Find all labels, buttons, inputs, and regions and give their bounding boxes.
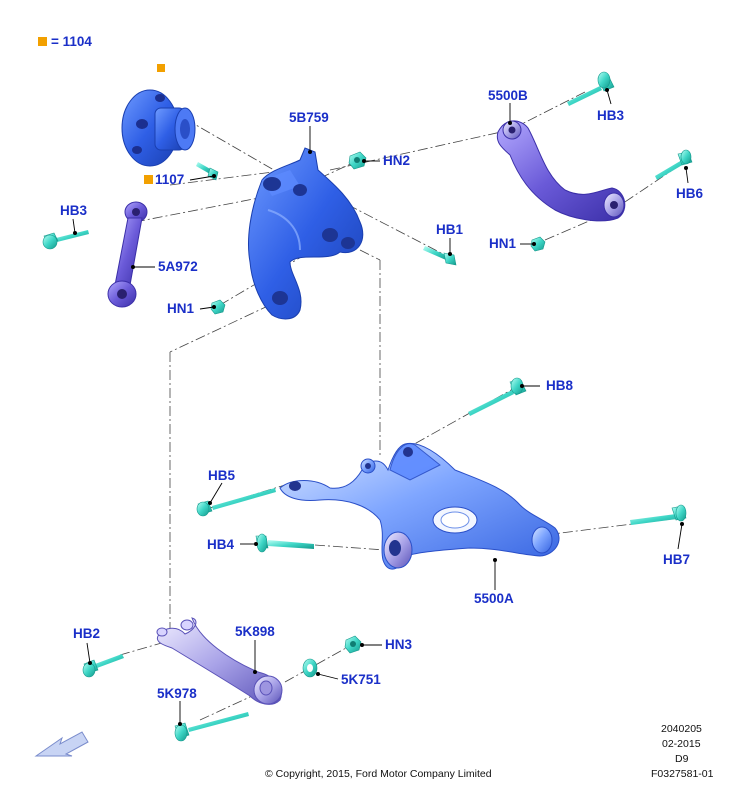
wheel-hub-1104 <box>121 89 196 167</box>
drawing-code-line-4: F0327581-01 <box>651 768 714 780</box>
callout-hn1-left: HN1 <box>167 301 195 316</box>
legend-square-icon <box>157 64 165 72</box>
legend-square-icon <box>144 175 153 184</box>
callout-1107: 1107 <box>155 172 185 187</box>
callout-5k978: 5K978 <box>157 686 197 701</box>
front-direction-arrow-icon <box>34 731 89 757</box>
knuckle-5b759 <box>248 147 364 320</box>
callout-hb1: HB1 <box>436 222 464 237</box>
callout-hb8: HB8 <box>546 378 574 393</box>
drawing-code-line-1: 2040205 <box>661 723 702 735</box>
bolt-hb1 <box>423 246 457 266</box>
bolt-5k978 <box>174 712 249 742</box>
callout-hn3: HN3 <box>385 637 413 652</box>
assembly-lines <box>119 91 681 721</box>
bolt-hb8 <box>468 377 527 416</box>
bolt-hb7 <box>630 504 687 525</box>
copyright-text: © Copyright, 2015, Ford Motor Company Li… <box>265 768 492 780</box>
legend-text: = 1104 <box>51 34 92 49</box>
callout-5500b: 5500B <box>488 88 528 103</box>
toe-link-5k898 <box>156 617 283 705</box>
callout-5500a: 5500A <box>474 591 514 606</box>
callout-hb6: HB6 <box>676 186 704 201</box>
drawing-code-line-3: D9 <box>675 753 689 765</box>
callout-hb2: HB2 <box>73 626 101 641</box>
callout-5b759: 5B759 <box>289 110 329 125</box>
bolt-hb3-left <box>42 230 89 250</box>
legend-square-icon <box>38 37 47 46</box>
nut-hn1-right <box>530 236 546 252</box>
link-5a972 <box>107 201 148 308</box>
bolt-hb4 <box>255 533 314 553</box>
callout-hb3-top: HB3 <box>597 108 625 123</box>
bolt-hb3-top <box>567 71 615 106</box>
callout-hb5: HB5 <box>208 468 236 483</box>
callout-5k751: 5K751 <box>341 672 381 687</box>
arm-5500b <box>496 120 626 222</box>
callout-hn1-right: HN1 <box>489 236 517 251</box>
nut-hn3 <box>344 635 362 654</box>
nut-hn1-left <box>210 299 226 315</box>
callout-5k898: 5K898 <box>235 624 275 639</box>
callout-5a972: 5A972 <box>158 259 198 274</box>
callout-hn2: HN2 <box>383 153 411 168</box>
callout-hb4: HB4 <box>207 537 235 552</box>
bolt-hb6 <box>655 149 693 180</box>
washer-5k751 <box>302 658 318 678</box>
drawing-code-line-2: 02-2015 <box>662 738 701 750</box>
callout-hb7: HB7 <box>663 552 691 567</box>
callout-hb3-left: HB3 <box>60 203 88 218</box>
nut-hn2 <box>348 151 367 170</box>
leader-lines <box>72 88 689 726</box>
lower-arm-5500a <box>279 442 560 570</box>
